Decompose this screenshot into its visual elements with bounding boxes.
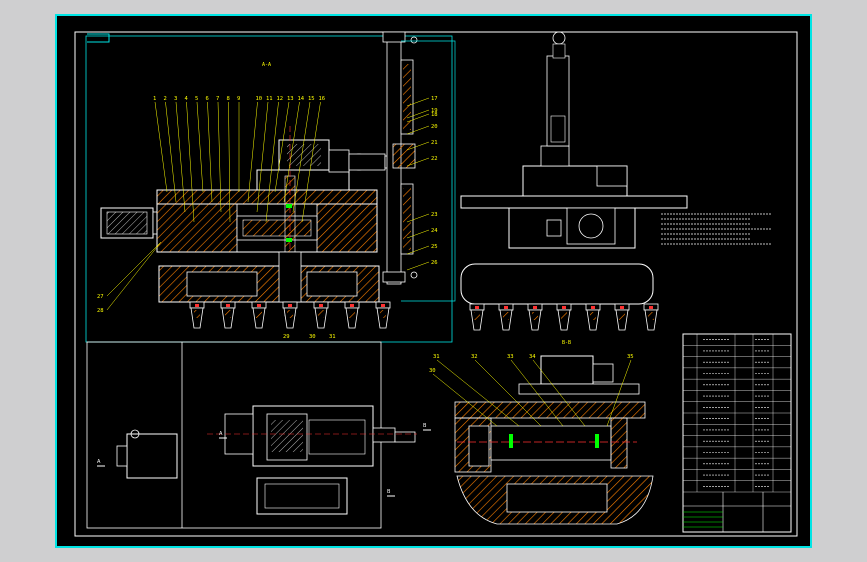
- callout-9: 9: [237, 96, 240, 102]
- view-boundary-corner: [87, 33, 110, 43]
- callout-bb-33: 33: [507, 354, 514, 360]
- section-mark-3: B: [387, 489, 391, 495]
- section-title-aa: A-A: [262, 62, 271, 68]
- callout-30: 30: [309, 334, 316, 340]
- section-mark-0: A: [97, 459, 101, 465]
- callout-bb-30: 30: [429, 368, 436, 374]
- callout-19: 19: [431, 108, 438, 114]
- section-bb-view: B-B: [454, 340, 654, 525]
- tool-turret-icon: [189, 301, 391, 329]
- callout-14: 14: [298, 96, 305, 102]
- callout-4: 4: [185, 96, 189, 102]
- drawing-canvas: A-A 123456789101112131415161718192021222…: [74, 31, 798, 537]
- motor-icon: [126, 433, 178, 479]
- callout-28: 28: [97, 308, 104, 314]
- callout-31: 31: [329, 334, 336, 340]
- callout-17: 17: [431, 96, 438, 102]
- callout-25: 25: [431, 244, 438, 250]
- callout-21: 21: [431, 140, 438, 146]
- section-mark-1: A: [219, 431, 223, 437]
- callout-15: 15: [308, 96, 315, 102]
- callout-27: 27: [97, 294, 104, 300]
- callout-18: 18: [431, 112, 438, 118]
- technical-notes: [661, 213, 771, 245]
- callout-11: 11: [266, 96, 273, 102]
- callout-23: 23: [431, 212, 438, 218]
- main-section-view: A-A: [100, 31, 418, 329]
- callout-bb-34: 34: [529, 354, 536, 360]
- callout-leaders-bb: 30 31 32 33 34 35: [429, 354, 634, 427]
- plan-view: A A B B: [97, 405, 431, 515]
- callout-1: 1: [153, 96, 156, 102]
- callout-8: 8: [227, 96, 230, 102]
- callout-16: 16: [319, 96, 326, 102]
- callout-5: 5: [195, 96, 198, 102]
- section-title-bb: B-B: [562, 340, 571, 346]
- gear-icon: [242, 219, 312, 237]
- callout-12: 12: [277, 96, 284, 102]
- upper-plate: [156, 189, 378, 205]
- callout-bb-35: 35: [627, 354, 634, 360]
- tool-turret-icon: [469, 303, 659, 331]
- callout-bb-31: 31: [433, 354, 440, 360]
- callout-bb-32: 32: [471, 354, 478, 360]
- callout-29: 29: [283, 334, 290, 340]
- title-block: [682, 333, 792, 533]
- side-elevation-view: [460, 31, 688, 331]
- callout-10: 10: [256, 96, 263, 102]
- callout-3: 3: [174, 96, 177, 102]
- section-mark-2: B: [423, 423, 427, 429]
- callout-24: 24: [431, 228, 438, 234]
- callout-6: 6: [206, 96, 209, 102]
- callout-7: 7: [216, 96, 219, 102]
- callout-13: 13: [287, 96, 294, 102]
- callout-20: 20: [431, 124, 438, 130]
- callout-22: 22: [431, 156, 438, 162]
- callout-26: 26: [431, 260, 438, 266]
- inner-frame: [74, 31, 798, 537]
- callout-2: 2: [164, 96, 167, 102]
